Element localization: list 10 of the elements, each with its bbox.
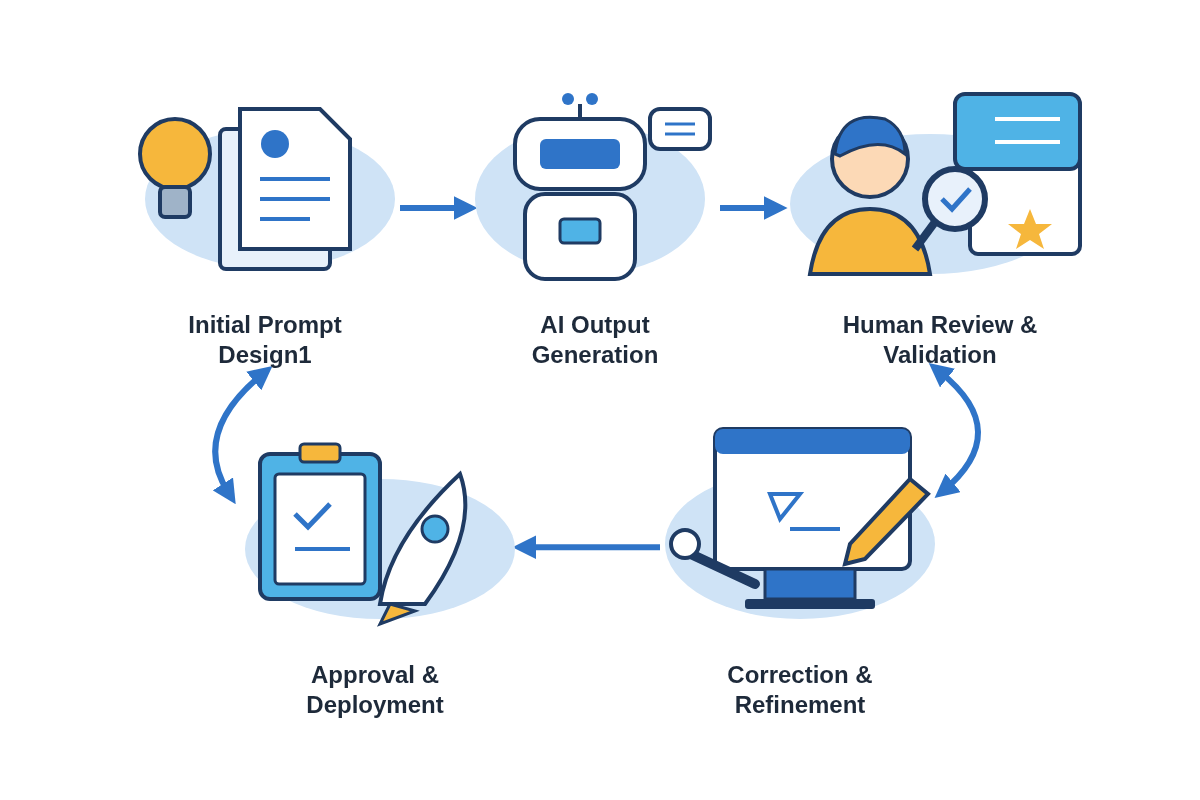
step-label: Approval & Deployment: [305, 660, 445, 720]
arrow: [720, 196, 788, 220]
step-label: Human Review & Validation: [841, 310, 1039, 370]
step-label: AI Output Generation: [530, 310, 660, 370]
arrow: [400, 196, 478, 220]
step-label: Initial Prompt Design1: [187, 310, 343, 370]
step-label: Correction & Refinement: [726, 660, 874, 720]
arrow: [512, 535, 660, 560]
arrow: [929, 362, 981, 499]
arrow: [212, 365, 273, 505]
